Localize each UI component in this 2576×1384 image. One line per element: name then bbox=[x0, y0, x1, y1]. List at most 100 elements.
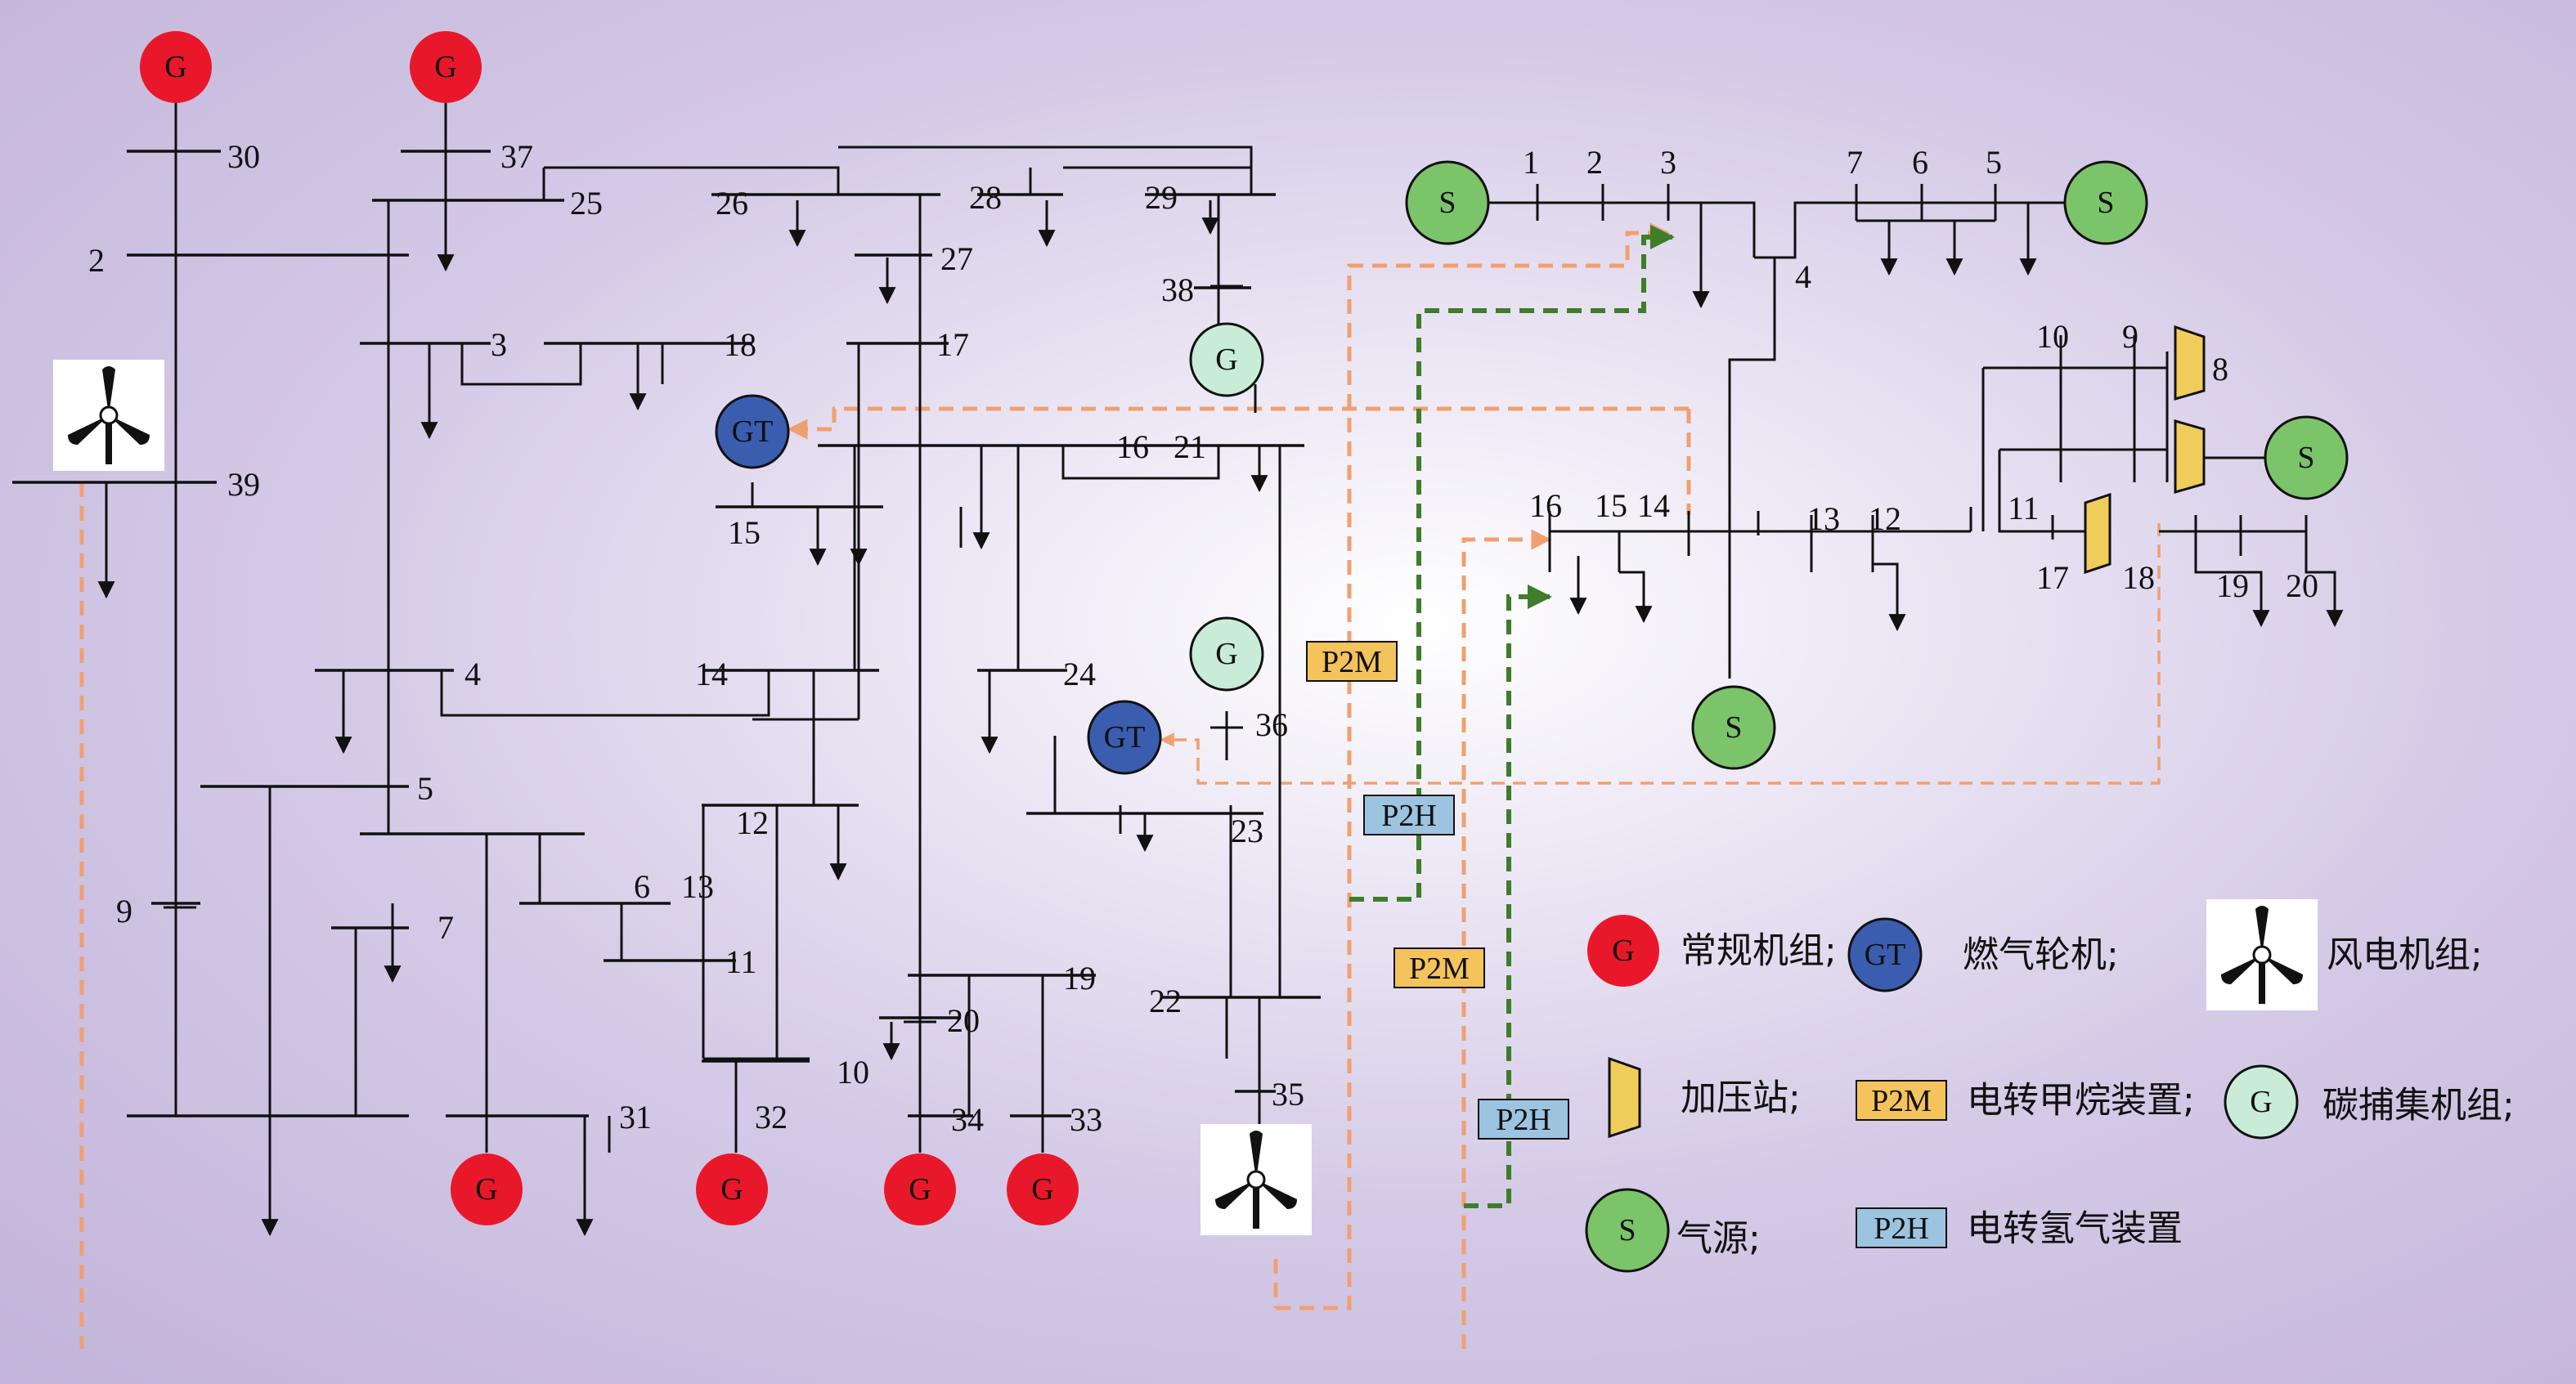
node-label: 14 bbox=[1637, 487, 1670, 524]
svg-text:P2H: P2H bbox=[1381, 799, 1437, 833]
gas-turbine-15: GT bbox=[715, 394, 790, 469]
bus-label: 39 bbox=[227, 466, 260, 503]
node-label: 1 bbox=[1523, 144, 1539, 181]
node-label: 5 bbox=[1986, 144, 2002, 181]
node-label: 7 bbox=[1847, 144, 1863, 181]
svg-text:G: G bbox=[909, 1172, 931, 1207]
bus-label: 33 bbox=[1070, 1101, 1102, 1138]
gas-turbine-23: GT bbox=[1087, 700, 1162, 775]
node-label: 10 bbox=[2036, 318, 2069, 355]
p2h-device-2: P2H bbox=[1478, 1099, 1569, 1140]
bus-label: 19 bbox=[1063, 960, 1096, 997]
bus-label: 30 bbox=[227, 138, 260, 175]
bus-label: 27 bbox=[940, 240, 973, 277]
svg-text:P2H: P2H bbox=[1874, 1212, 1929, 1246]
svg-text:GT: GT bbox=[1865, 938, 1906, 972]
bus-label: 2 bbox=[88, 242, 105, 279]
bus-label: 37 bbox=[500, 138, 533, 175]
legend-p2m-label: 电转甲烷装置; bbox=[1967, 1080, 2195, 1122]
node-label: 16 bbox=[1529, 487, 1562, 524]
bus-label: 24 bbox=[1063, 656, 1096, 692]
node-label: 18 bbox=[2122, 559, 2155, 596]
node-label: 15 bbox=[1595, 487, 1627, 524]
bus-label: 3 bbox=[491, 326, 507, 363]
svg-text:S: S bbox=[1438, 186, 1456, 220]
methane-pipes bbox=[79, 222, 2161, 1349]
bus-label: 28 bbox=[969, 179, 1002, 216]
generator-37: G bbox=[410, 31, 482, 103]
generator-32: G bbox=[696, 1153, 768, 1225]
legend-p2h-icon: P2H bbox=[1856, 1207, 1947, 1248]
node-label: 4 bbox=[1795, 258, 1811, 295]
generator-31: G bbox=[451, 1153, 523, 1225]
svg-text:P2M: P2M bbox=[1409, 952, 1470, 986]
bus-label: 16 bbox=[1116, 428, 1149, 465]
node-label: 19 bbox=[2216, 567, 2249, 604]
gas-source-1: S bbox=[1405, 160, 1490, 245]
svg-text:G: G bbox=[1031, 1172, 1053, 1207]
wind-turbine-39 bbox=[52, 358, 166, 473]
bus-label: 12 bbox=[736, 804, 769, 841]
bus-label: 26 bbox=[716, 185, 748, 222]
node-label: 9 bbox=[2122, 318, 2138, 355]
svg-text:S: S bbox=[2097, 186, 2114, 220]
bus-label: 35 bbox=[1272, 1076, 1304, 1113]
svg-text:P2M: P2M bbox=[1871, 1084, 1932, 1118]
legend-gas-turbine-label: 燃气轮机; bbox=[1963, 934, 2119, 976]
p2m-device-1: P2M bbox=[1306, 641, 1398, 682]
p2h-device-1: P2H bbox=[1363, 795, 1455, 835]
legend-compressor-label: 加压站; bbox=[1681, 1077, 1801, 1119]
node-label: 8 bbox=[2212, 351, 2228, 387]
generator-33: G bbox=[1007, 1153, 1079, 1225]
legend-wind-icon bbox=[2205, 898, 2319, 1012]
svg-text:G: G bbox=[164, 50, 186, 84]
legend-carbon-capture-label: 碳捕集机组; bbox=[2322, 1085, 2515, 1126]
legend-compressor-icon bbox=[1608, 1056, 1641, 1139]
legend-generator-icon: G bbox=[1587, 915, 1659, 987]
gas-node-labels: 1 2 3 7 6 5 4 10 9 8 16 15 14 13 12 11 1… bbox=[1523, 144, 2318, 604]
bus-label: 20 bbox=[947, 1002, 980, 1039]
bus-label: 5 bbox=[417, 770, 433, 807]
svg-text:G: G bbox=[475, 1172, 497, 1207]
bus-label: 29 bbox=[1145, 179, 1178, 216]
bus-label: 38 bbox=[1161, 271, 1194, 308]
carbon-capture-38: G bbox=[1189, 322, 1264, 397]
gas-source-8: S bbox=[2264, 415, 2349, 500]
gas-source-5: S bbox=[2063, 160, 2148, 245]
bus-label: 21 bbox=[1174, 428, 1206, 465]
svg-text:G: G bbox=[720, 1172, 743, 1207]
bus-label: 14 bbox=[695, 656, 728, 692]
bus-label: 9 bbox=[116, 893, 132, 929]
legend-generator-label: 常规机组; bbox=[1681, 930, 1837, 972]
svg-text:GT: GT bbox=[1104, 720, 1146, 755]
node-label: 13 bbox=[1807, 500, 1840, 537]
node-label: 3 bbox=[1660, 144, 1676, 181]
legend-p2m-icon: P2M bbox=[1856, 1080, 1947, 1121]
bus-label: 10 bbox=[837, 1054, 869, 1091]
node-label: 11 bbox=[2008, 490, 2040, 526]
node-label: 17 bbox=[2036, 559, 2069, 596]
bus-label: 11 bbox=[725, 943, 757, 980]
bus-label: 7 bbox=[438, 909, 454, 946]
legend-p2h-label: 电转氢气装置 bbox=[1967, 1208, 2183, 1250]
node-label: 2 bbox=[1586, 144, 1603, 181]
svg-text:G: G bbox=[1215, 343, 1237, 377]
svg-text:P2M: P2M bbox=[1322, 645, 1382, 679]
bus-label: 23 bbox=[1231, 813, 1263, 849]
carbon-capture-36: G bbox=[1189, 616, 1264, 692]
bus-label: 22 bbox=[1149, 983, 1182, 1019]
power-lines bbox=[12, 69, 1321, 1237]
svg-text:G: G bbox=[434, 50, 456, 84]
bus-label: 6 bbox=[634, 868, 650, 905]
node-label: 6 bbox=[1912, 144, 1928, 181]
bus-label: 13 bbox=[681, 868, 714, 905]
legend-gas-source-label: 气源; bbox=[1676, 1218, 1761, 1260]
bus-label: 36 bbox=[1255, 706, 1288, 743]
node-label: 12 bbox=[1869, 500, 1901, 537]
bus-label: 25 bbox=[570, 185, 603, 222]
legend-carbon-capture-icon: G bbox=[2224, 1064, 2299, 1140]
bus-label: 15 bbox=[728, 514, 761, 551]
svg-text:S: S bbox=[1725, 710, 1742, 745]
svg-text:S: S bbox=[1618, 1213, 1636, 1247]
